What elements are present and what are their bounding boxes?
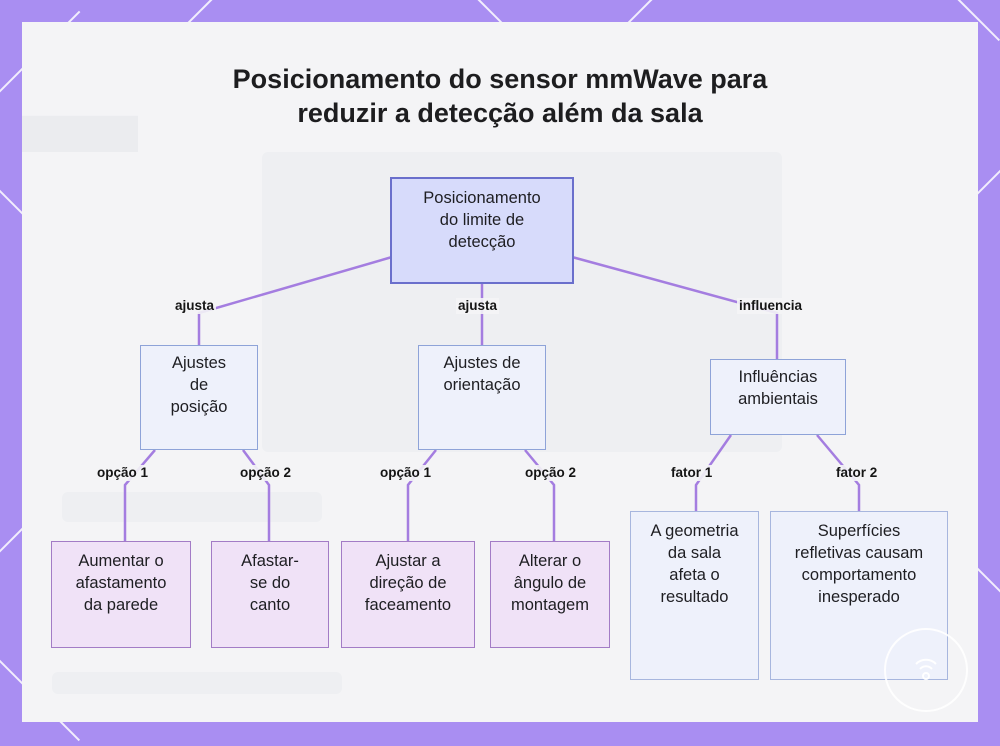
node-leaf-wall-distance: Aumentar o afastamento da parede — [51, 541, 191, 648]
edge-label-env-l5: fator 1 — [669, 465, 715, 481]
edge-label-pos-l2: opção 2 — [238, 465, 294, 481]
edge-ori-l3 — [406, 449, 437, 541]
node-leaf-corner: Afastar-se do canto — [211, 541, 329, 648]
node-leaf-reflective-label: Superfícies refletivas causam comportame… — [794, 522, 924, 606]
edge-pos-l1 — [123, 449, 156, 541]
background-shape — [62, 492, 322, 522]
node-leaf-facing-direction: Ajustar a direção de faceamento — [341, 541, 475, 648]
edge-env-l6 — [816, 434, 861, 511]
node-position-adjustments: Ajustes de posição — [140, 345, 258, 450]
edge-label-pos-l1: opção 1 — [95, 465, 151, 481]
node-leaf-room-geometry-label: A geometria da sala afeta o resultado — [650, 522, 739, 606]
diagram-title-text: Posicionamento do sensor mmWave para red… — [232, 64, 768, 128]
node-root-label: Posicionamento do limite de detecção — [423, 189, 541, 251]
diagram-title: Posicionamento do sensor mmWave para red… — [0, 62, 1000, 130]
edge-label-env-l6: fator 2 — [834, 465, 880, 481]
edge-label-root-ori: ajusta — [456, 298, 500, 314]
node-leaf-room-geometry: A geometria da sala afeta o resultado — [630, 511, 759, 680]
node-environmental-influences: Influências ambientais — [710, 359, 846, 435]
background-shape — [52, 672, 342, 694]
node-orientation-adjustments: Ajustes de orientação — [418, 345, 546, 450]
edge-label-root-pos: ajusta — [173, 298, 217, 314]
watermark-badge — [884, 628, 968, 712]
node-environmental-label: Influências ambientais — [738, 368, 818, 408]
node-leaf-mount-angle-label: Alterar o ângulo de montagem — [511, 552, 589, 614]
node-leaf-corner-label: Afastar-se do canto — [241, 552, 299, 614]
node-leaf-mount-angle: Alterar o ângulo de montagem — [490, 541, 610, 648]
edge-label-root-env: influencia — [737, 298, 805, 314]
edge-ori-l4 — [524, 449, 556, 541]
node-position-label: Ajustes de posição — [170, 354, 228, 416]
node-root: Posicionamento do limite de detecção — [390, 177, 574, 284]
edge-root-pos — [197, 255, 393, 345]
sensor-icon — [915, 658, 937, 680]
edge-label-ori-l3: opção 1 — [378, 465, 434, 481]
edge-label-ori-l4: opção 2 — [523, 465, 579, 481]
node-leaf-facing-label: Ajustar a direção de faceamento — [364, 552, 452, 614]
node-orientation-label: Ajustes de orientação — [443, 354, 521, 394]
edge-env-l5 — [694, 434, 733, 511]
edge-pos-l2 — [241, 449, 271, 541]
node-leaf-wall-distance-label: Aumentar o afastamento da parede — [75, 552, 167, 614]
background-shape: ▬ — [22, 44, 138, 178]
